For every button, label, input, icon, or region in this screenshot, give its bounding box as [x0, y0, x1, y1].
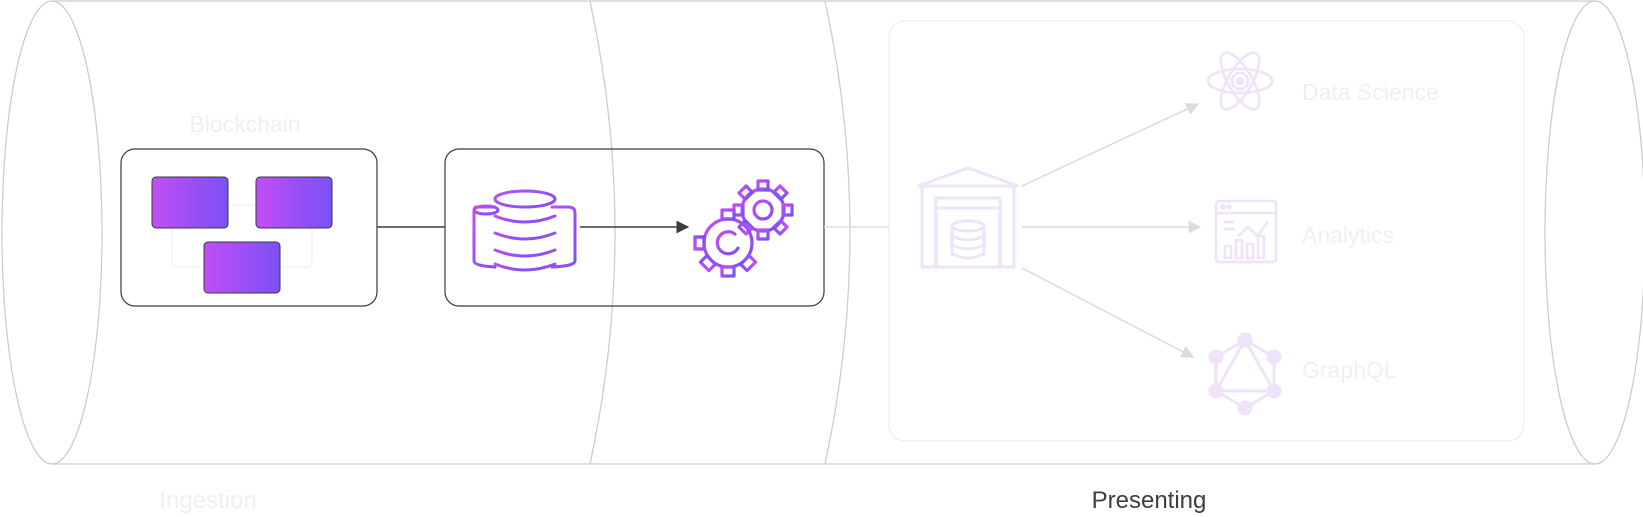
blockchain-label: Blockchain	[189, 111, 300, 137]
atom-icon	[1206, 51, 1274, 111]
analytics-label: Analytics	[1302, 222, 1394, 248]
pipe-left-cap	[1, 0, 103, 465]
presenting-panel	[888, 20, 1525, 442]
fanout-arrows	[1021, 103, 1202, 358]
analytics-dashboard-icon	[1214, 199, 1278, 264]
blockchain-box	[120, 148, 378, 307]
pipe-right-cap	[1544, 0, 1643, 465]
stage-ingestion-label: Ingestion	[159, 487, 256, 514]
pipe	[1, 0, 1643, 465]
data-science-label: Data Science	[1302, 79, 1439, 105]
graphql-label: GraphQL	[1302, 357, 1397, 383]
database-stack-icon	[472, 189, 577, 272]
blockchain-blocks-icon	[151, 176, 333, 294]
gears-icon	[693, 179, 794, 278]
pipe-section-divider-1	[589, 0, 616, 465]
arrow-to-graphql	[1021, 267, 1195, 358]
stage-presenting-label: Presenting	[1092, 487, 1207, 514]
warehouse-icon	[917, 166, 1019, 269]
pipe-section-divider-2	[824, 0, 851, 465]
graphql-icon	[1208, 332, 1282, 416]
arrow-to-data-science	[1021, 103, 1200, 187]
